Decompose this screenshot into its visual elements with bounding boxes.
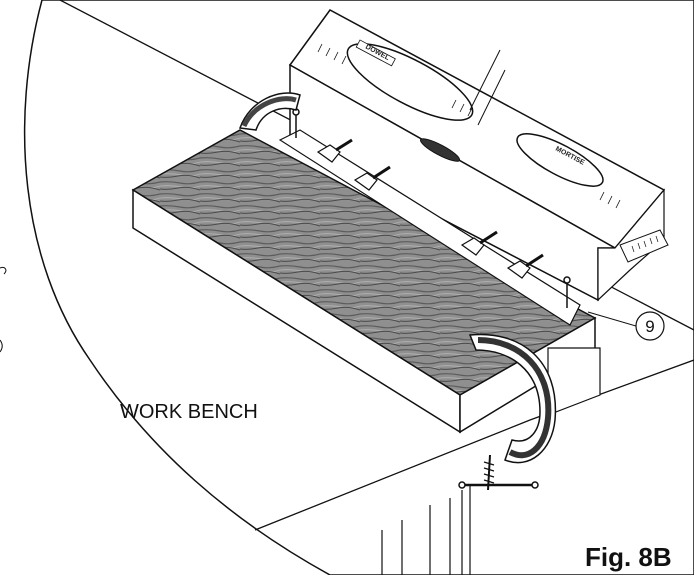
dowel-slot	[346, 43, 474, 121]
c-clamp-icon	[458, 333, 557, 491]
bench-front-edge	[254, 359, 694, 531]
c-clamp-icon	[238, 92, 301, 131]
mortise-slot	[516, 133, 604, 187]
knob-icon	[353, 165, 391, 191]
clamp-screw-thread	[483, 461, 495, 484]
callout-circle	[635, 311, 665, 341]
jig-base-flange	[278, 129, 581, 326]
knob-icon	[506, 253, 544, 279]
label-plate-dowel	[355, 39, 396, 67]
edge-marks	[0, 267, 7, 353]
knob-icon	[316, 138, 353, 163]
level-slot	[419, 138, 461, 162]
center-divider	[469, 49, 506, 126]
bench-leg	[381, 485, 471, 575]
callout-leader	[587, 311, 637, 327]
screw-icon	[563, 276, 571, 308]
jig: DOWEL MORTISE	[278, 9, 669, 326]
scale-ticks	[317, 43, 621, 209]
knob-icon	[460, 230, 498, 256]
callout-9: 9	[587, 311, 665, 341]
callout-number: 9	[645, 317, 654, 336]
wood-board	[131, 129, 601, 434]
figure-label: Fig. 8B	[585, 542, 672, 572]
jig-edge-teeth	[619, 229, 669, 263]
teeth	[631, 235, 659, 253]
bench-label: WORK BENCH	[120, 401, 258, 423]
